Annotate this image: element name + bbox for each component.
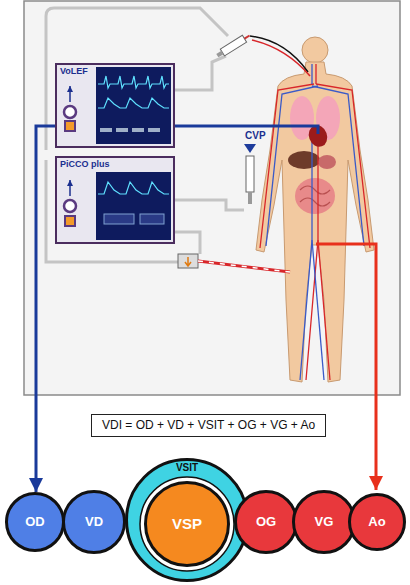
vessel-circle: Ao <box>348 493 406 551</box>
tubing <box>46 8 244 262</box>
node-label: Ao <box>368 515 385 529</box>
top-syringe <box>252 40 310 76</box>
volef-monitor <box>55 63 175 148</box>
circle-fill <box>64 492 125 553</box>
pressure-syringe <box>244 144 256 153</box>
circle-fill <box>7 494 64 551</box>
human-figure <box>266 64 364 380</box>
top-syringe <box>220 35 246 56</box>
human-figure <box>318 155 336 169</box>
human-figure <box>318 240 330 380</box>
node-label: VG <box>315 515 334 529</box>
top-syringe <box>215 32 251 59</box>
human-figure <box>312 240 324 380</box>
human-figure <box>256 62 374 382</box>
tubing <box>175 200 244 210</box>
picco-monitor <box>140 214 164 224</box>
formula-text: VDI = OD + VD + VSIT + OG + VG + Ao <box>102 419 315 432</box>
volef-monitor <box>96 67 171 144</box>
volef-monitor <box>55 63 175 148</box>
picco-monitor <box>55 156 175 244</box>
volef-monitor <box>132 128 144 132</box>
human-figure <box>256 37 374 382</box>
picco-monitor <box>65 216 75 226</box>
transducer <box>198 261 290 272</box>
human-figure <box>295 178 335 214</box>
pressure-syringe <box>246 156 254 192</box>
transducer <box>198 261 290 272</box>
arterial-line <box>316 244 376 490</box>
node-label: VSIT <box>176 462 198 473</box>
chamber-circle: VG <box>292 490 356 554</box>
figure-panel <box>24 1 400 395</box>
transducer <box>178 254 198 268</box>
human-figure <box>312 86 364 246</box>
chamber-circle: VD <box>62 490 126 554</box>
volef-monitor <box>148 128 160 132</box>
transducer <box>185 257 191 266</box>
volef-monitor <box>98 76 169 88</box>
circle-fill <box>146 483 229 566</box>
monitor-box: VoLEF <box>55 63 175 148</box>
node-label: PiCCO plus <box>60 160 110 170</box>
volume-circle: VSP <box>144 481 230 567</box>
picco-monitor <box>104 214 134 224</box>
node-label: OG <box>256 515 276 529</box>
volef-monitor <box>65 121 75 131</box>
human-figure <box>266 86 318 246</box>
node-label: OD <box>25 515 45 529</box>
node-label: VSP <box>172 516 202 533</box>
human-figure <box>288 151 320 169</box>
circle-fill <box>294 492 355 553</box>
pressure-label: CVP <box>245 130 266 141</box>
picco-monitor <box>64 200 76 212</box>
volef-monitor <box>64 106 76 118</box>
top-syringe <box>244 36 249 39</box>
top-syringe <box>216 51 223 58</box>
volef-monitor <box>100 128 112 132</box>
flow-arrow <box>36 126 55 492</box>
circle-fill <box>350 495 405 550</box>
tubing <box>175 232 200 254</box>
picco-monitor <box>98 182 169 194</box>
human-figure <box>315 64 316 84</box>
human-figure <box>260 64 370 380</box>
volume-ring: VSIT VSP <box>125 458 249 582</box>
chamber-circle: OG <box>234 490 298 554</box>
monitor-box: PiCCO plus <box>55 156 175 244</box>
node-label: VD <box>85 515 103 529</box>
volef-monitor <box>69 86 71 102</box>
tubing <box>175 56 226 90</box>
formula-box: VDI = OD + VD + VSIT + OG + VG + Ao <box>91 414 326 437</box>
volef-monitor <box>116 128 128 132</box>
top-syringe <box>215 32 310 76</box>
human-figure <box>300 140 312 380</box>
picco-monitor <box>96 172 171 240</box>
transducer <box>178 254 290 272</box>
human-figure <box>311 64 312 84</box>
volef-monitor <box>98 98 169 108</box>
chamber-circle: OD <box>5 492 65 552</box>
human-figure <box>300 186 330 206</box>
pressure-syringe <box>244 144 256 204</box>
tubing <box>46 8 228 150</box>
ring-outer <box>127 460 248 581</box>
picco-monitor <box>55 156 175 244</box>
circle-fill <box>236 492 297 553</box>
picco-monitor <box>69 180 71 196</box>
label-holder: CVP <box>245 130 266 141</box>
ring-inner <box>140 477 234 571</box>
human-figure <box>302 37 328 63</box>
node-label: VoLEF <box>60 67 88 77</box>
pressure-syringe <box>248 192 252 204</box>
